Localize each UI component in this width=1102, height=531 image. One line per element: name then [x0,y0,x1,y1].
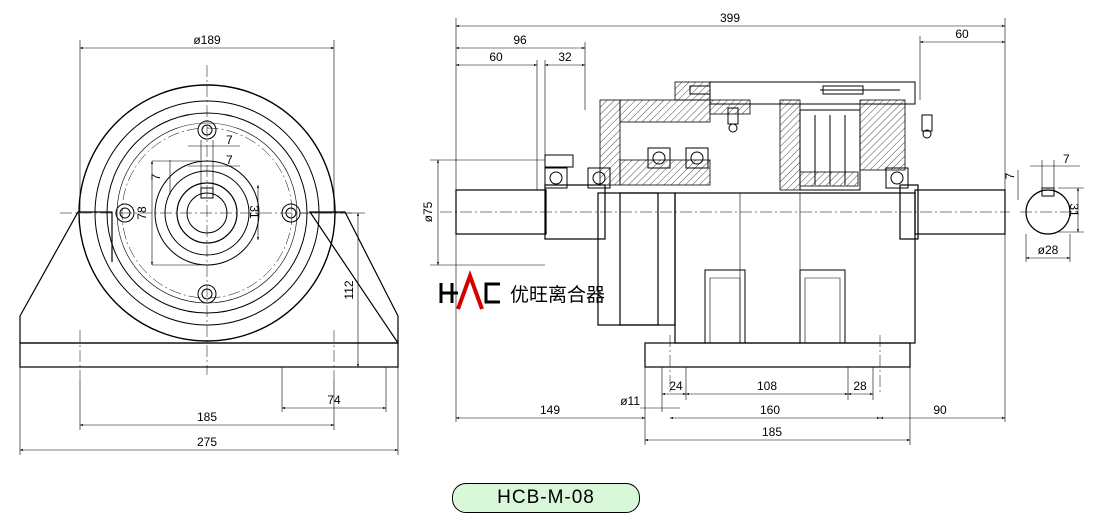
dim-left-offset: 149 [540,403,560,417]
dim-flange-length: 32 [558,50,572,64]
dim-input-length: 96 [513,33,527,47]
dim-overall-length: 399 [720,11,740,25]
dim-shaft-diameter: ø75 [421,201,435,222]
side-view: 399 96 60 32 60 ø75 24 108 28 ø11 [421,11,1010,445]
dim-output-shaft-length: 60 [955,27,969,41]
dim-keyway-a: 7 [226,133,233,147]
dim-keyway-b: 7 [226,153,233,167]
brand-logo: 优旺离合器 [439,270,605,310]
dim-shaft-key-height: 31 [1067,203,1081,217]
dim-mount-hole: ø11 [620,394,640,408]
dim-slot-a: 24 [669,379,683,393]
front-view: ø189 7 7 7 78 31 112 74 185 275 [19,33,399,455]
dim-shaft-key-width: 7 [1063,152,1070,166]
model-label: HCB-M-08 [452,483,640,513]
dim-bolt-circle: 78 [135,206,149,220]
dim-mount-spacing: 160 [760,403,780,417]
bearing-3 [647,147,671,169]
dim-base-bolt-spacing: 185 [197,410,217,424]
logo-a-glyph [456,270,484,310]
air-fitting-left [727,107,739,133]
dim-slot-b: 28 [853,379,867,393]
bearing-2 [587,167,611,189]
dim-slot-span: 108 [757,379,777,393]
dim-shaft-diameter-small: ø28 [1038,243,1059,257]
dim-key: 7 [149,173,163,180]
bearing-4 [685,147,709,169]
dim-base-length: 185 [762,425,782,439]
brand-name: 优旺离合器 [510,284,605,306]
dim-shaft-height: 31 [247,205,261,219]
dim-right-offset: 90 [933,403,947,417]
logo-c-glyph [484,282,500,304]
logo-h-glyph [439,283,458,303]
bearing-right [885,167,909,189]
dim-base-width: 275 [197,435,217,449]
dim-input-shaft-length: 60 [489,50,503,64]
shaft-section-view: 7 7 31 ø28 [1003,152,1084,262]
dim-shaft-key-depth: 7 [1003,172,1017,179]
dim-outer-diameter: ø189 [193,33,221,47]
air-fitting-right [921,114,933,139]
dim-center-height: 112 [342,280,356,299]
